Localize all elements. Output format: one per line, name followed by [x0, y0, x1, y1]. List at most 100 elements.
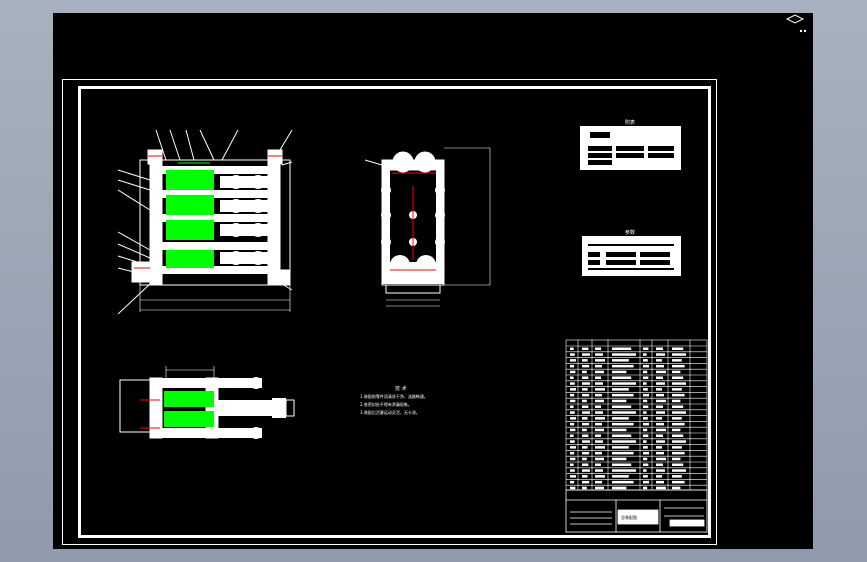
parts-cell-mark — [643, 480, 649, 484]
parts-cell-mark — [570, 417, 576, 420]
parts-cell-mark — [570, 451, 575, 455]
parts-cell-mark — [672, 422, 685, 426]
parts-cell-mark — [612, 376, 632, 379]
parts-cell-mark — [643, 359, 648, 362]
parts-cell-mark — [672, 480, 685, 484]
parts-cell-mark — [656, 364, 664, 368]
parts-cell-mark — [672, 364, 685, 368]
parts-cell-mark — [612, 370, 627, 374]
notes-line-1: 1.装配前零件须清洗干净，油路畅通。 — [360, 393, 428, 399]
parts-cell-mark — [570, 388, 576, 391]
parts-cell-mark — [672, 417, 682, 420]
parts-cell-mark — [595, 475, 605, 478]
parts-cell-mark — [612, 359, 629, 362]
parts-cell-mark — [595, 370, 604, 374]
parts-cell-mark — [656, 417, 662, 420]
parts-cell-mark — [582, 440, 590, 443]
parts-cell-mark — [643, 393, 649, 397]
parts-cell-mark — [643, 353, 647, 356]
parts-cell-mark — [612, 451, 634, 455]
parts-cell-mark — [656, 399, 666, 403]
parts-cell-mark — [656, 486, 666, 490]
parts-cell-mark — [612, 463, 632, 466]
parts-cell-mark — [570, 364, 575, 368]
parts-cell-mark — [582, 364, 590, 368]
parts-cell-mark — [656, 422, 664, 426]
parts-cell-mark — [595, 364, 602, 368]
parts-cell-mark — [595, 480, 602, 484]
parts-cell-mark — [582, 469, 590, 472]
front-view — [117, 129, 293, 315]
parts-cell-mark — [656, 475, 662, 478]
parts-cell-mark — [582, 451, 590, 455]
parts-cell-mark — [612, 480, 634, 484]
parts-cell-mark — [612, 457, 627, 461]
parts-cell-mark — [582, 399, 587, 403]
parts-cell-mark — [612, 388, 629, 391]
parts-cell-mark — [582, 376, 589, 379]
parts-cell-mark — [656, 428, 666, 432]
parts-cell-mark — [612, 393, 634, 397]
parts-cell-mark — [570, 486, 576, 490]
parts-cell-mark — [656, 376, 663, 379]
parts-cell-mark — [672, 359, 682, 362]
parts-cell-mark — [672, 353, 686, 356]
parts-cell-mark — [595, 463, 601, 466]
parts-cell-mark — [672, 440, 686, 443]
parts-cell-mark — [643, 364, 649, 368]
parts-cell-mark — [612, 364, 634, 368]
parts-cell-mark — [612, 417, 629, 420]
parts-cell-mark — [643, 446, 648, 449]
parts-cell-mark — [612, 428, 627, 432]
parts-cell-mark — [595, 393, 602, 397]
parts-cell-mark — [672, 411, 686, 414]
parts-cell-mark — [595, 353, 603, 356]
parts-cell-mark — [656, 388, 662, 391]
parts-cell-mark — [643, 451, 649, 455]
parts-cell-mark — [595, 376, 601, 379]
parts-cell-mark — [656, 446, 662, 449]
parts-cell-mark — [582, 393, 590, 397]
parts-cell-mark — [582, 370, 587, 374]
parts-cell-mark — [672, 446, 682, 449]
drawing-name: 总装配图 — [621, 514, 637, 520]
parts-cell-mark — [643, 475, 648, 478]
parts-cell-mark — [570, 359, 576, 362]
parts-cell-mark — [595, 446, 605, 449]
viewcube-icon[interactable] — [785, 13, 809, 35]
parts-cell-mark — [582, 486, 587, 490]
parts-cell-mark — [643, 347, 649, 350]
parts-cell-mark — [672, 428, 681, 432]
parts-cell-mark — [672, 376, 684, 379]
parts-cell-mark — [672, 382, 686, 385]
parts-cell-mark — [643, 370, 648, 374]
parts-cell-mark — [570, 434, 574, 437]
parts-cell-mark — [595, 405, 601, 408]
parts-cell-mark — [656, 353, 665, 356]
sheet-inner-border — [78, 86, 711, 538]
side-view — [364, 147, 491, 307]
parts-cell-mark — [612, 411, 636, 414]
parts-cell-mark — [672, 434, 684, 437]
parts-list — [565, 339, 708, 491]
parts-cell-mark — [570, 411, 575, 414]
parts-cell-mark — [656, 440, 665, 443]
table-1: 附表 — [580, 119, 681, 170]
parts-cell-mark — [643, 399, 648, 403]
parts-cell-mark — [656, 382, 665, 385]
parts-cell-mark — [595, 486, 604, 490]
parts-cell-mark — [595, 411, 603, 414]
parts-cell-mark — [570, 428, 576, 432]
parts-cell-mark — [582, 463, 589, 466]
parts-cell-mark — [656, 393, 664, 397]
parts-cell-mark — [595, 388, 605, 391]
parts-cell-mark — [643, 486, 648, 490]
parts-cell-mark — [595, 382, 603, 385]
parts-cell-mark — [570, 469, 575, 472]
parts-cell-mark — [643, 382, 647, 385]
parts-cell-mark — [672, 451, 685, 455]
parts-cell-mark — [582, 405, 589, 408]
parts-cell-mark — [656, 411, 665, 414]
parts-cell-mark — [672, 486, 681, 490]
